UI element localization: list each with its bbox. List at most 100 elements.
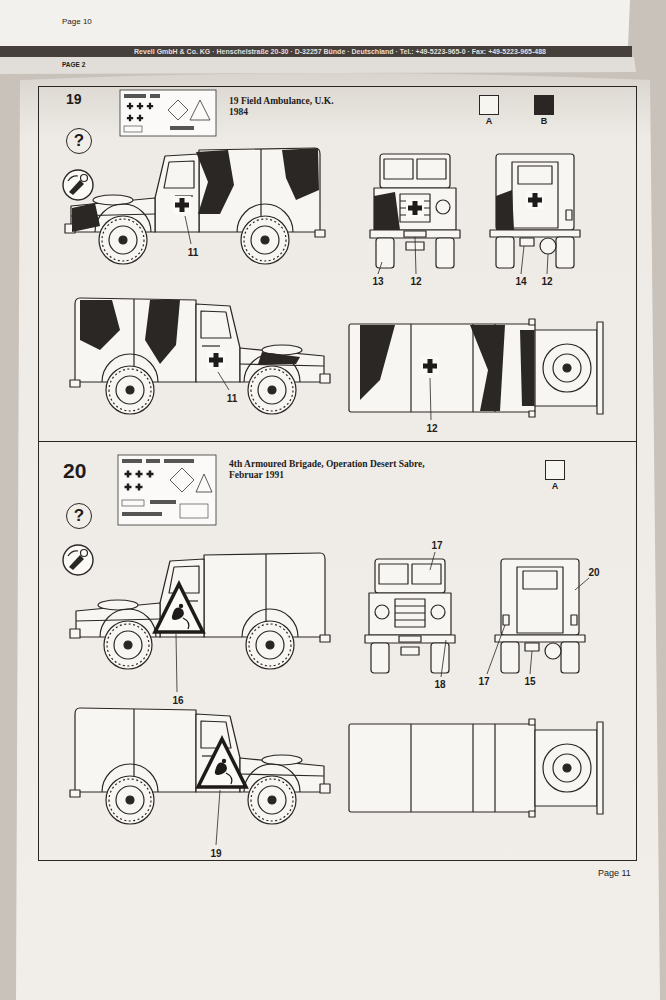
- question-mark: ?: [74, 131, 84, 151]
- page-art: [155, 584, 203, 632]
- page-art: [70, 298, 330, 414]
- decal-thumbnail: [164, 459, 194, 463]
- leader-line: [185, 216, 191, 244]
- callout-number: 20: [588, 567, 599, 578]
- camouflage-patch: [282, 148, 319, 200]
- page-art: [207, 351, 225, 369]
- decal-thumbnail: [136, 114, 144, 122]
- decal-thumbnail: [118, 455, 216, 525]
- scheme-number: 20: [63, 459, 86, 483]
- leader-line: [547, 254, 548, 274]
- camouflage-patch: [72, 203, 100, 232]
- paint-letter: A: [486, 117, 493, 127]
- decal-thumbnail: [196, 474, 212, 492]
- callout-number: 11: [188, 247, 199, 258]
- camouflage-patch: [72, 148, 534, 411]
- camouflage-patch: [520, 330, 534, 406]
- decal-thumbnail: [124, 483, 133, 492]
- page-art: [526, 191, 544, 209]
- page-sheet: [16, 73, 660, 1000]
- callout-number: 13: [372, 276, 383, 287]
- page-art: [349, 719, 603, 817]
- leader-line: [575, 578, 589, 590]
- page-art: [421, 357, 439, 375]
- leader-line: [530, 651, 532, 674]
- colour-key: A: [545, 460, 565, 492]
- page-art: [349, 319, 603, 417]
- scheme-title: 19 Field Ambulance, U.K. 1984: [229, 96, 341, 118]
- previous-page: [0, 0, 630, 46]
- header-text: Revell GmbH & Co. KG · Henschelstraße 20…: [134, 48, 546, 56]
- decal-thumbnail: [120, 90, 216, 136]
- decal-thumbnail: [150, 500, 176, 504]
- decal-thumbnail: [122, 500, 144, 506]
- decal-thumbnail: [135, 470, 144, 479]
- callout-number: 15: [524, 676, 535, 687]
- decal-thumbnail: [146, 102, 154, 110]
- leader-line: [415, 237, 416, 274]
- camouflage-patch: [360, 325, 395, 400]
- leader-line: [441, 640, 446, 677]
- page-art: [63, 545, 93, 575]
- colour-key: B: [534, 95, 554, 127]
- decal-thumbnail: [120, 90, 216, 136]
- page-art: [70, 708, 330, 824]
- page-art: [406, 199, 424, 217]
- camouflage-patch: [496, 190, 514, 230]
- decal-thumbnail: [135, 483, 144, 492]
- leader-line: [216, 790, 220, 845]
- decal-thumbnail: [126, 102, 134, 110]
- callout-number: 12: [410, 276, 421, 287]
- leader-line: [430, 552, 435, 570]
- decal-thumbnail: [126, 114, 134, 122]
- callout-number: 16: [172, 695, 183, 706]
- callout-number: 12: [426, 423, 437, 434]
- paint-swatch: [534, 95, 554, 115]
- callout-number: 17: [431, 540, 442, 551]
- colour-key: A: [479, 95, 499, 127]
- callout-number: 11: [227, 393, 238, 404]
- leader-line: [521, 246, 524, 274]
- page-number: Page 10: [62, 18, 92, 27]
- camouflage-patch: [145, 300, 180, 364]
- page-art: [198, 739, 246, 787]
- page-art: [70, 553, 330, 669]
- leader-line: [378, 262, 382, 274]
- paint-swatch: [479, 95, 499, 115]
- leader-line: [218, 372, 229, 390]
- decal-thumbnail: [170, 468, 194, 492]
- leader-line: [176, 216, 589, 845]
- page-number: PAGE 2: [62, 61, 85, 68]
- header-band: [0, 46, 632, 57]
- page-art: [365, 559, 455, 673]
- decal-thumbnail: [170, 126, 194, 130]
- decal-thumbnail: [146, 459, 160, 463]
- scheme-title: 4th Armoured Brigade, Operation Desert S…: [229, 459, 429, 481]
- camouflage-patch: [374, 192, 400, 230]
- page-strip: [0, 57, 636, 74]
- decal-thumbnail: [190, 100, 210, 120]
- page-art: [65, 148, 325, 264]
- page-art: [173, 196, 191, 214]
- camouflage-patch: [80, 300, 120, 350]
- decal-thumbnail: [180, 504, 208, 518]
- page-art: [495, 559, 585, 673]
- leader-line: [430, 378, 431, 420]
- decal-thumbnail: [136, 102, 144, 110]
- decal-thumbnail: [118, 455, 216, 525]
- callout-number: 12: [541, 276, 552, 287]
- paint-letter: B: [541, 117, 548, 127]
- camouflage-patch: [258, 352, 300, 364]
- leader-line: [176, 634, 177, 692]
- question-circle: ?: [66, 128, 92, 154]
- scheme-panel: 20 4th Armoured Brigade, Operation Desert…: [38, 441, 637, 861]
- decal-thumbnail: [124, 126, 142, 132]
- question-circle: ?: [66, 503, 92, 529]
- callout-number: 19: [210, 848, 221, 859]
- decal-thumbnail: [122, 512, 162, 516]
- question-mark: ?: [74, 506, 84, 526]
